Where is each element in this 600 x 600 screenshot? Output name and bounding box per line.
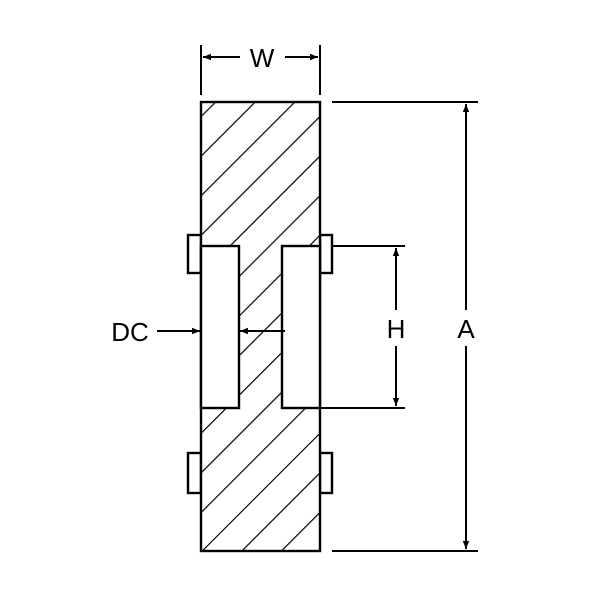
- dimension-a: [332, 101, 478, 552]
- wheel-body: [186, 100, 334, 553]
- right-bearing: [280, 244, 322, 410]
- width-label: W: [250, 43, 275, 73]
- dimension-h: [320, 245, 405, 409]
- height-label: H: [387, 314, 406, 344]
- left-bottom-tab: [186, 451, 203, 495]
- right-top-tab: [318, 233, 334, 275]
- left-top-tab: [186, 233, 203, 275]
- overall-diameter-label: A: [457, 314, 475, 344]
- dimension-w: [200, 45, 321, 95]
- left-bearing: [199, 244, 241, 410]
- right-bottom-tab: [318, 451, 334, 495]
- bore-diameter-label: DC: [111, 317, 149, 347]
